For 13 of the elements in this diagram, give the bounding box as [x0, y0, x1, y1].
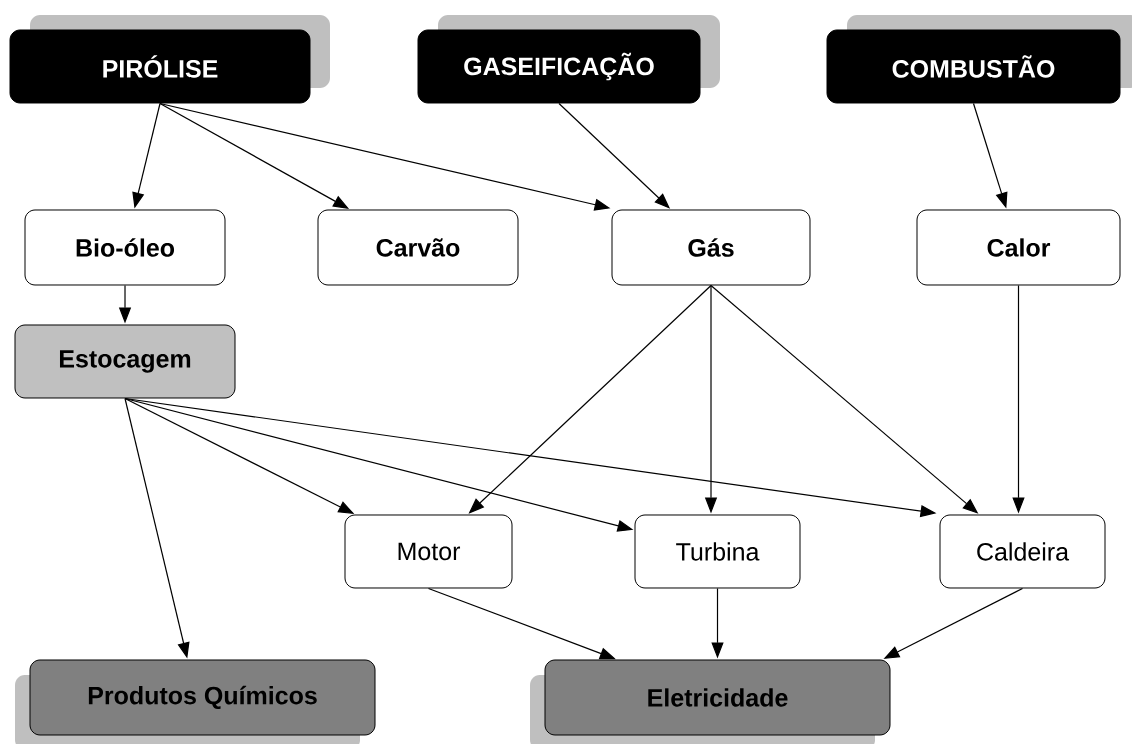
product-box: Calor: [916, 209, 1121, 286]
output-box: Eletricidade: [530, 659, 891, 744]
storage-box: Estocagem: [14, 324, 236, 399]
product-box: Bio-óleo: [24, 209, 226, 286]
device-box: Turbina: [634, 514, 801, 589]
device-box: Caldeira: [939, 514, 1106, 589]
process-box: PIRÓLISE: [9, 15, 330, 104]
product-box: Gás: [611, 209, 811, 286]
output-box: Produtos Químicos: [15, 659, 376, 744]
process-box: COMBUSTÃO: [826, 15, 1132, 104]
product-box: Carvão: [317, 209, 519, 286]
device-box: Motor: [344, 514, 513, 589]
process-box: GASEIFICAÇÃO: [417, 15, 720, 104]
